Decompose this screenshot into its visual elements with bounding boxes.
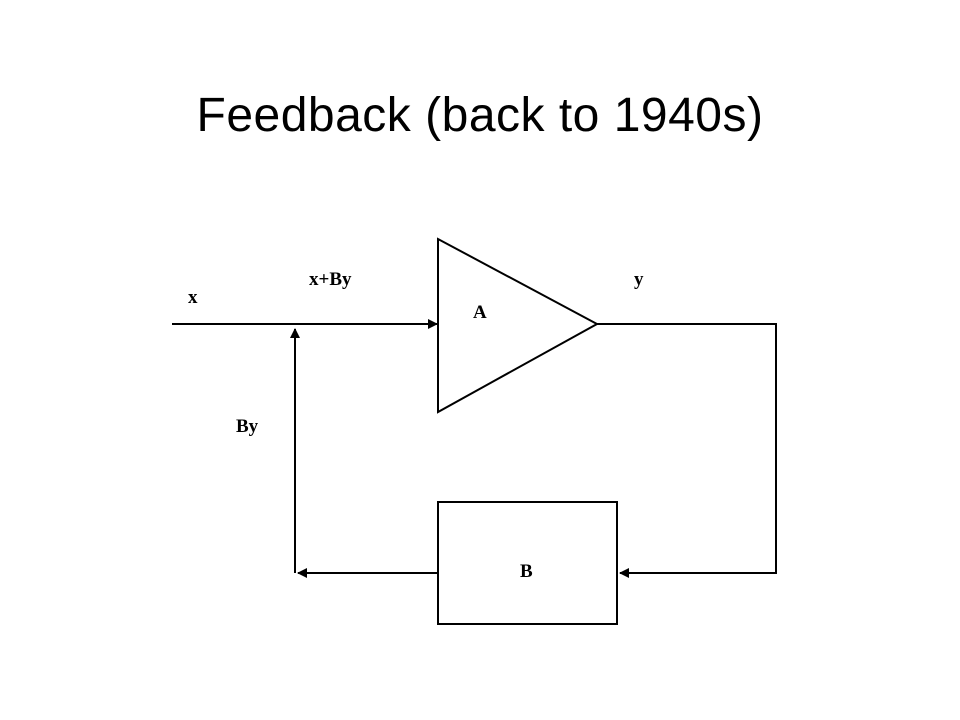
amplifier-label: A [473, 302, 487, 323]
output-wire [597, 323, 777, 578]
output-signal-label: y [634, 269, 644, 290]
amplifier-block [437, 237, 600, 414]
feedback-block-label: B [520, 561, 533, 582]
summed-signal-label: x+By [309, 269, 352, 290]
input-signal-label: x [188, 287, 198, 308]
slide-title: Feedback (back to 1940s) [196, 89, 764, 142]
feedback-block [437, 501, 618, 625]
feedback-signal-label: By [236, 416, 259, 437]
